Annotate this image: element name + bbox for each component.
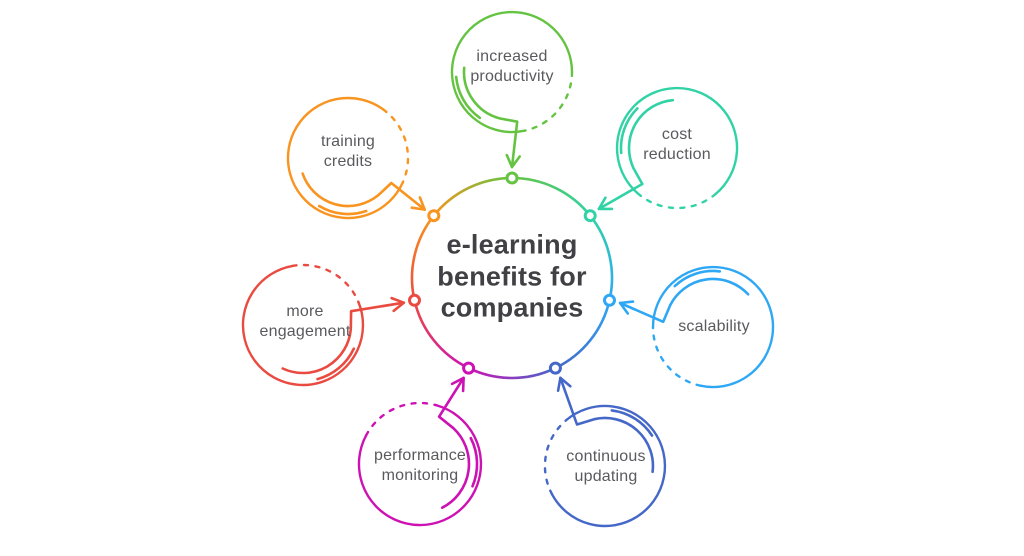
bubble-circle-dashed <box>291 263 360 304</box>
bubble-label-scalability: scalability <box>678 318 750 335</box>
bubble-arrowhead <box>450 376 465 393</box>
bubble-echo-arc <box>316 347 356 381</box>
bubble-circle-dashed <box>364 401 438 437</box>
hub-node-scalability <box>603 293 616 307</box>
diagram-title: e-learning benefits for companies <box>437 229 587 323</box>
bubble-circle-dashed <box>651 325 702 387</box>
hub-ring-segment-magenta-red <box>413 300 470 370</box>
bubble-label-increased-productivity: increased productivity <box>470 48 554 85</box>
hub-ring <box>410 176 614 380</box>
bubble-swoosh-arrow <box>462 66 519 169</box>
bubble-training-credits <box>286 96 426 220</box>
bubble-swoosh-arrow <box>281 301 406 375</box>
bubble-circle <box>450 10 574 134</box>
bubble-label-training-credits: training credits <box>320 133 376 170</box>
hub-ring-segment-skyblue-blue <box>554 300 611 370</box>
hub-node-continuous-updating <box>548 361 562 375</box>
hub-node-cost-reduction <box>583 209 597 223</box>
bubble-arrowhead <box>618 300 635 315</box>
bubble-continuous-updating <box>543 376 667 528</box>
hub-node-training-credits <box>427 209 441 223</box>
bubble-circle-dashed <box>382 108 410 184</box>
bubble-more-engagement <box>241 263 406 387</box>
bubble-circle <box>615 86 739 197</box>
hub-ring-segment-orange-green <box>432 176 513 217</box>
hub-ring-segment-blue-magenta <box>468 366 556 380</box>
bubble-echo-arc <box>619 107 639 155</box>
bubble-circle <box>550 404 667 528</box>
hub-ring-segment-red-orange <box>410 214 435 301</box>
bubble-label-cost-reduction: cost reduction <box>643 126 711 163</box>
bubble-arrowhead <box>556 376 572 392</box>
hub-nodes <box>408 171 616 375</box>
bubble-echo-arc <box>673 269 722 288</box>
hub-node-increased-productivity <box>505 171 519 185</box>
bubble-swoosh-arrow <box>437 376 471 509</box>
bubble-arrowhead <box>410 196 426 211</box>
bubble-cost-reduction <box>597 86 739 211</box>
bubble-circle-dashed <box>523 70 574 132</box>
bubble-circle <box>286 96 404 220</box>
bubble-echo-arc <box>317 204 368 216</box>
bubble-swoosh-arrow <box>559 376 655 474</box>
bubble-circle <box>651 265 775 389</box>
bubble-arrowhead <box>390 296 406 313</box>
bubble-arrowhead <box>597 196 614 211</box>
bubble-swoosh-arrow <box>597 98 675 211</box>
bubble-swoosh-arrow <box>618 277 750 324</box>
bubble-increased-productivity <box>450 10 574 169</box>
bubble-label-continuous-updating: continuous updating <box>566 448 646 485</box>
bubble-scalability <box>618 265 775 389</box>
bubble-label-more-engagement: more engagement <box>259 303 351 340</box>
bubble-circle-dashed <box>638 192 717 210</box>
bubble-performance-monitoring <box>357 376 483 527</box>
hub-node-more-engagement <box>408 293 421 307</box>
bubble-circle <box>357 404 483 527</box>
hub-ring-segment-teal-skyblue <box>589 214 614 301</box>
bubble-swoosh-arrow <box>301 172 426 211</box>
bubble-echo-arc <box>454 75 482 120</box>
bubble-label-performance-monitoring: performance monitoring <box>373 447 467 484</box>
bubble-circle-dashed <box>543 418 568 496</box>
bubble-circle <box>241 264 365 387</box>
hub-ring-segment-green-teal <box>511 176 592 217</box>
hub-node-performance-monitoring <box>462 361 476 375</box>
bubble-echo-arc <box>610 409 654 437</box>
bubble-echo-arc <box>469 436 479 488</box>
bubble-arrowhead <box>505 153 521 169</box>
